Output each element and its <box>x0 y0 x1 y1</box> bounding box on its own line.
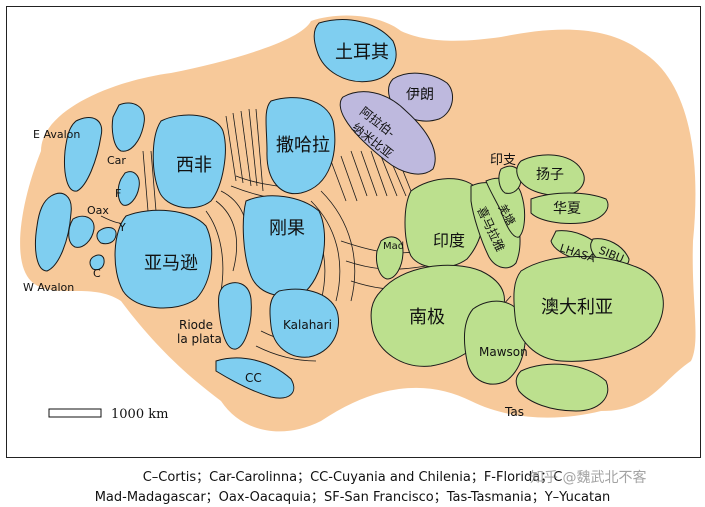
caption-line-2: Mad-Madagascar；Oax-Oacaquia；SF-San Franc… <box>94 490 611 505</box>
oax-label: Oax <box>87 204 109 217</box>
mad-region <box>376 236 404 280</box>
scale-label: 1000 km <box>111 407 168 422</box>
cathaysia-region <box>530 192 609 224</box>
indochina-label: 印支 <box>490 153 516 168</box>
amazon-region <box>114 209 213 309</box>
c-region <box>89 254 105 271</box>
antarctica-label: 南极 <box>409 307 445 328</box>
e-avalon-label: E Avalon <box>33 128 80 141</box>
gondwana-map: 土耳其 伊朗 阿拉伯- 纳米比亚 撒哈拉 西非 刚果 亚马逊 Kalahari … <box>20 15 696 432</box>
car-label: Car <box>107 154 126 167</box>
f-region <box>117 171 140 206</box>
india-region <box>404 178 485 269</box>
w-africa-region <box>152 114 226 209</box>
e-avalon-region <box>64 117 103 192</box>
mad-label: Mad <box>383 241 404 252</box>
w-avalon-region <box>34 192 72 272</box>
tas-label: Tas <box>504 405 524 419</box>
rio-region <box>218 282 252 350</box>
iran-label: 伊朗 <box>406 87 434 103</box>
mawson-label: Mawson <box>479 345 528 359</box>
w-avalon-label: W Avalon <box>23 281 74 294</box>
indochina-region <box>498 165 522 194</box>
congo-region <box>242 195 326 297</box>
congo-label: 刚果 <box>269 218 305 239</box>
f-label: F <box>115 187 121 200</box>
watermark: 知乎 @魏武北不客 <box>530 470 647 486</box>
yangtze-label: 扬子 <box>536 167 564 183</box>
sahara-region <box>265 97 336 195</box>
amazon-label: 亚马逊 <box>144 253 198 274</box>
scale-bar <box>48 408 102 418</box>
turkey-region <box>313 19 397 83</box>
australia-label: 澳大利亚 <box>541 297 613 318</box>
map-frame: 土耳其 伊朗 阿拉伯- 纳米比亚 撒哈拉 西非 刚果 亚马逊 Kalahari … <box>6 6 701 458</box>
mawson-region <box>464 300 526 385</box>
y-label: Y <box>118 221 126 234</box>
cathaysia-label: 华夏 <box>553 201 581 217</box>
turkey-label: 土耳其 <box>335 42 389 63</box>
rio-label-1: Riode <box>179 318 213 332</box>
rio-label-2: la plata <box>177 332 222 346</box>
w-africa-label: 西非 <box>176 155 212 176</box>
kalahari-label: Kalahari <box>283 318 332 332</box>
sahara-label: 撒哈拉 <box>276 135 330 156</box>
car-region <box>111 102 145 152</box>
c-label: C <box>93 267 101 280</box>
tas-region <box>515 363 609 412</box>
kalahari-region <box>269 288 339 358</box>
y-region <box>96 227 117 245</box>
cc-label: CC <box>245 371 262 385</box>
australia-region <box>513 256 664 362</box>
oax-region <box>68 215 95 248</box>
cc-region <box>215 357 295 399</box>
india-label: 印度 <box>433 231 465 250</box>
caption-line-1: C–Cortis；Car-Carolinna；CC-Cuyania and Ch… <box>142 470 563 485</box>
arabia-region <box>339 91 436 175</box>
